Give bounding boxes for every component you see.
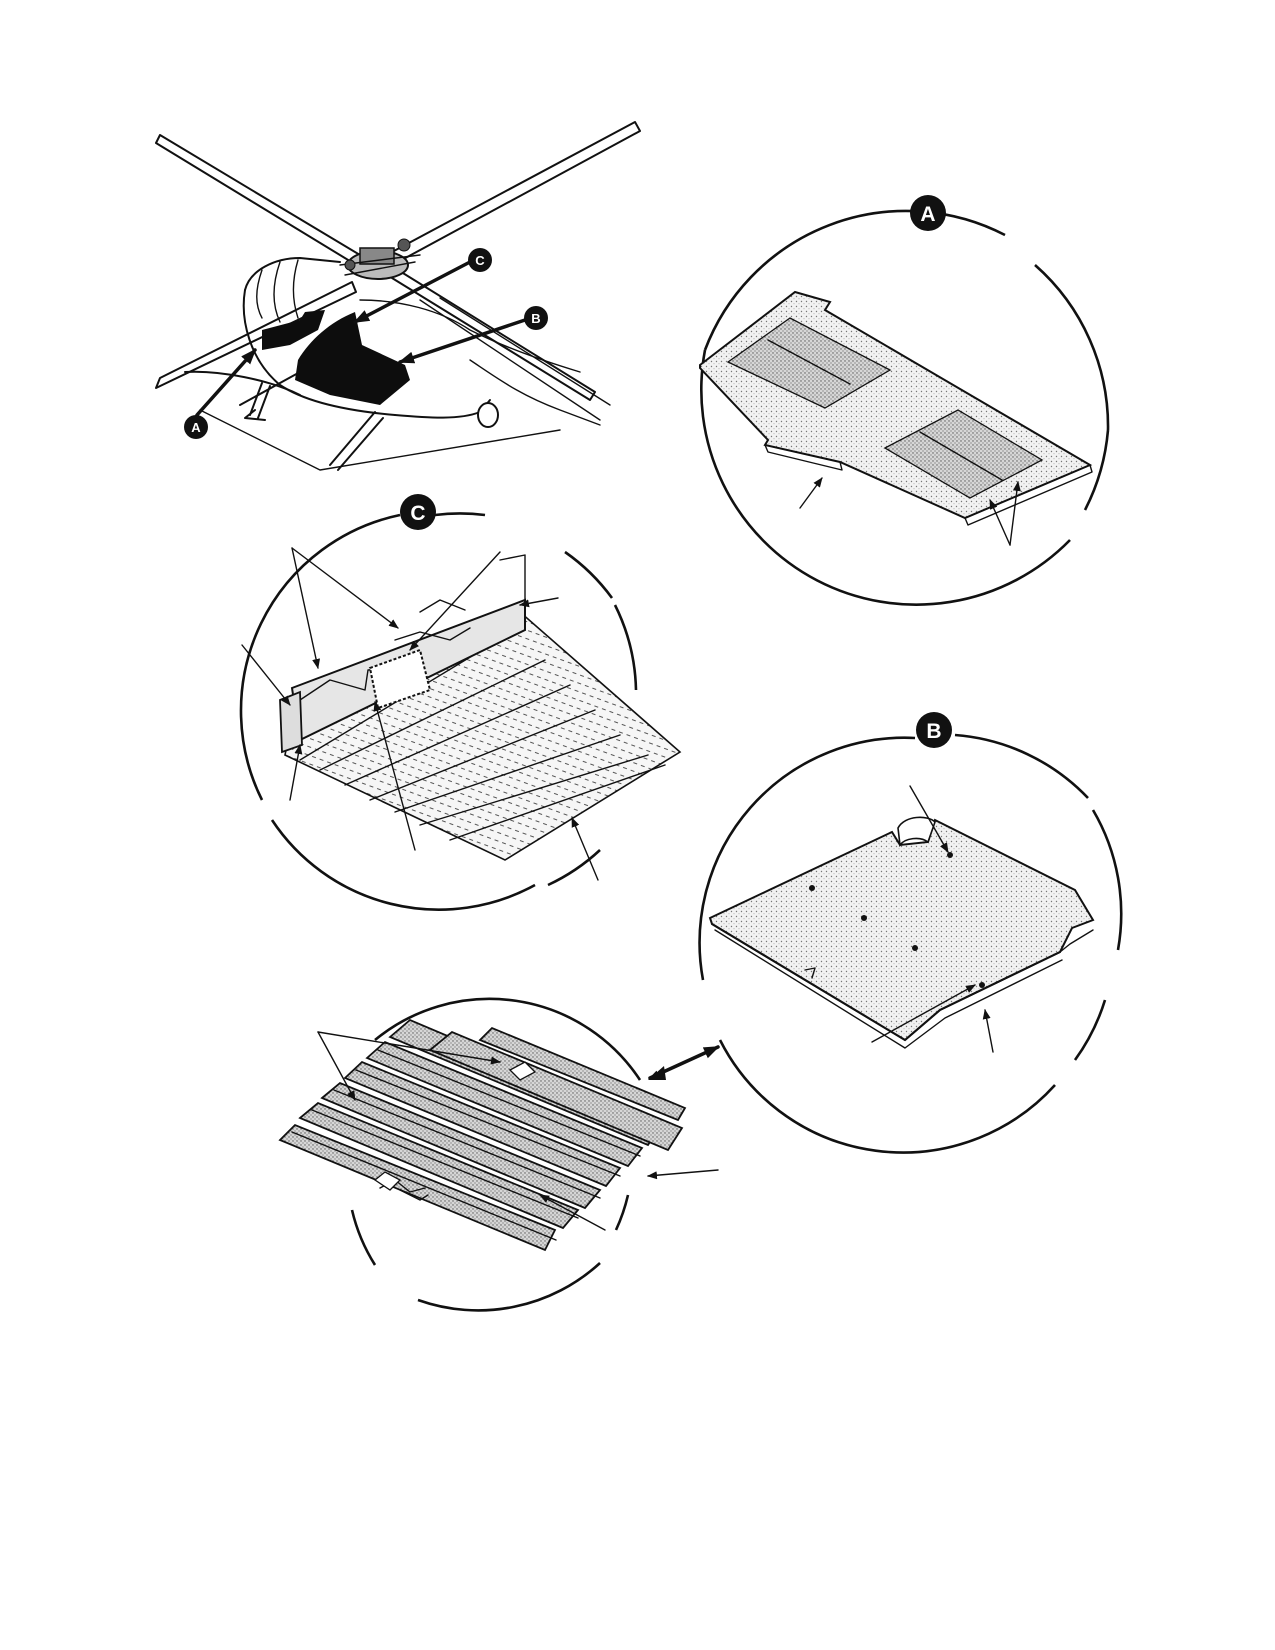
callout-b-detail: B (916, 712, 952, 748)
leader-b-top (909, 785, 949, 853)
double-arrow-start-head (648, 1066, 666, 1080)
leader-a-left (799, 477, 823, 509)
leader-c-5 (241, 644, 291, 706)
rotor-hub (339, 238, 421, 280)
floor-panel-c-detail (279, 554, 682, 861)
leader-b-main (398, 318, 527, 364)
callout-a-detail-label: A (920, 203, 935, 226)
panel-a-detail (699, 290, 1093, 526)
leader-c-8 (571, 817, 599, 881)
leader-c-6 (289, 744, 303, 801)
panel-a-highlight (262, 310, 325, 350)
callout-c-main: C (468, 248, 492, 272)
detail-c: C (239, 494, 682, 911)
leader-c-main (353, 260, 472, 324)
leader-floor-1 (317, 1031, 356, 1101)
callout-a-detail: A (910, 195, 946, 231)
cabin-outline (184, 257, 611, 428)
leader-floor-4 (539, 1194, 606, 1231)
helicopter-overview (155, 121, 641, 471)
floor-slats (278, 1018, 687, 1252)
leader-c-2 (291, 547, 399, 629)
callout-b-main: B (524, 306, 548, 330)
leader-c-3 (409, 551, 501, 651)
callout-c-detail: C (400, 494, 436, 530)
panel-b-detail (708, 816, 1095, 1049)
callout-b-detail-label: B (926, 720, 941, 743)
floor-slats-detail (278, 997, 719, 1312)
callout-a-main-label: A (191, 420, 201, 435)
leader-c-4 (519, 597, 559, 608)
leader-a-main (195, 348, 257, 417)
leader-c-1 (291, 547, 321, 669)
leader-a-right-2 (1009, 481, 1021, 546)
leader-a-right-1 (989, 499, 1011, 546)
callout-c-main-label: C (475, 253, 485, 268)
callout-b-main-label: B (531, 311, 540, 326)
leader-floor-2 (317, 1031, 501, 1065)
detail-b: B (698, 712, 1123, 1154)
callout-a-main: A (184, 415, 208, 439)
leader-b-bottom-1 (871, 984, 976, 1043)
leader-floor-3 (647, 1169, 719, 1180)
detail-a: A (699, 195, 1110, 606)
leader-b-bottom-2 (982, 1009, 994, 1053)
leader-c-7 (373, 701, 416, 851)
panel-b-highlight (295, 312, 410, 405)
callout-c-detail-label: C (410, 502, 425, 525)
